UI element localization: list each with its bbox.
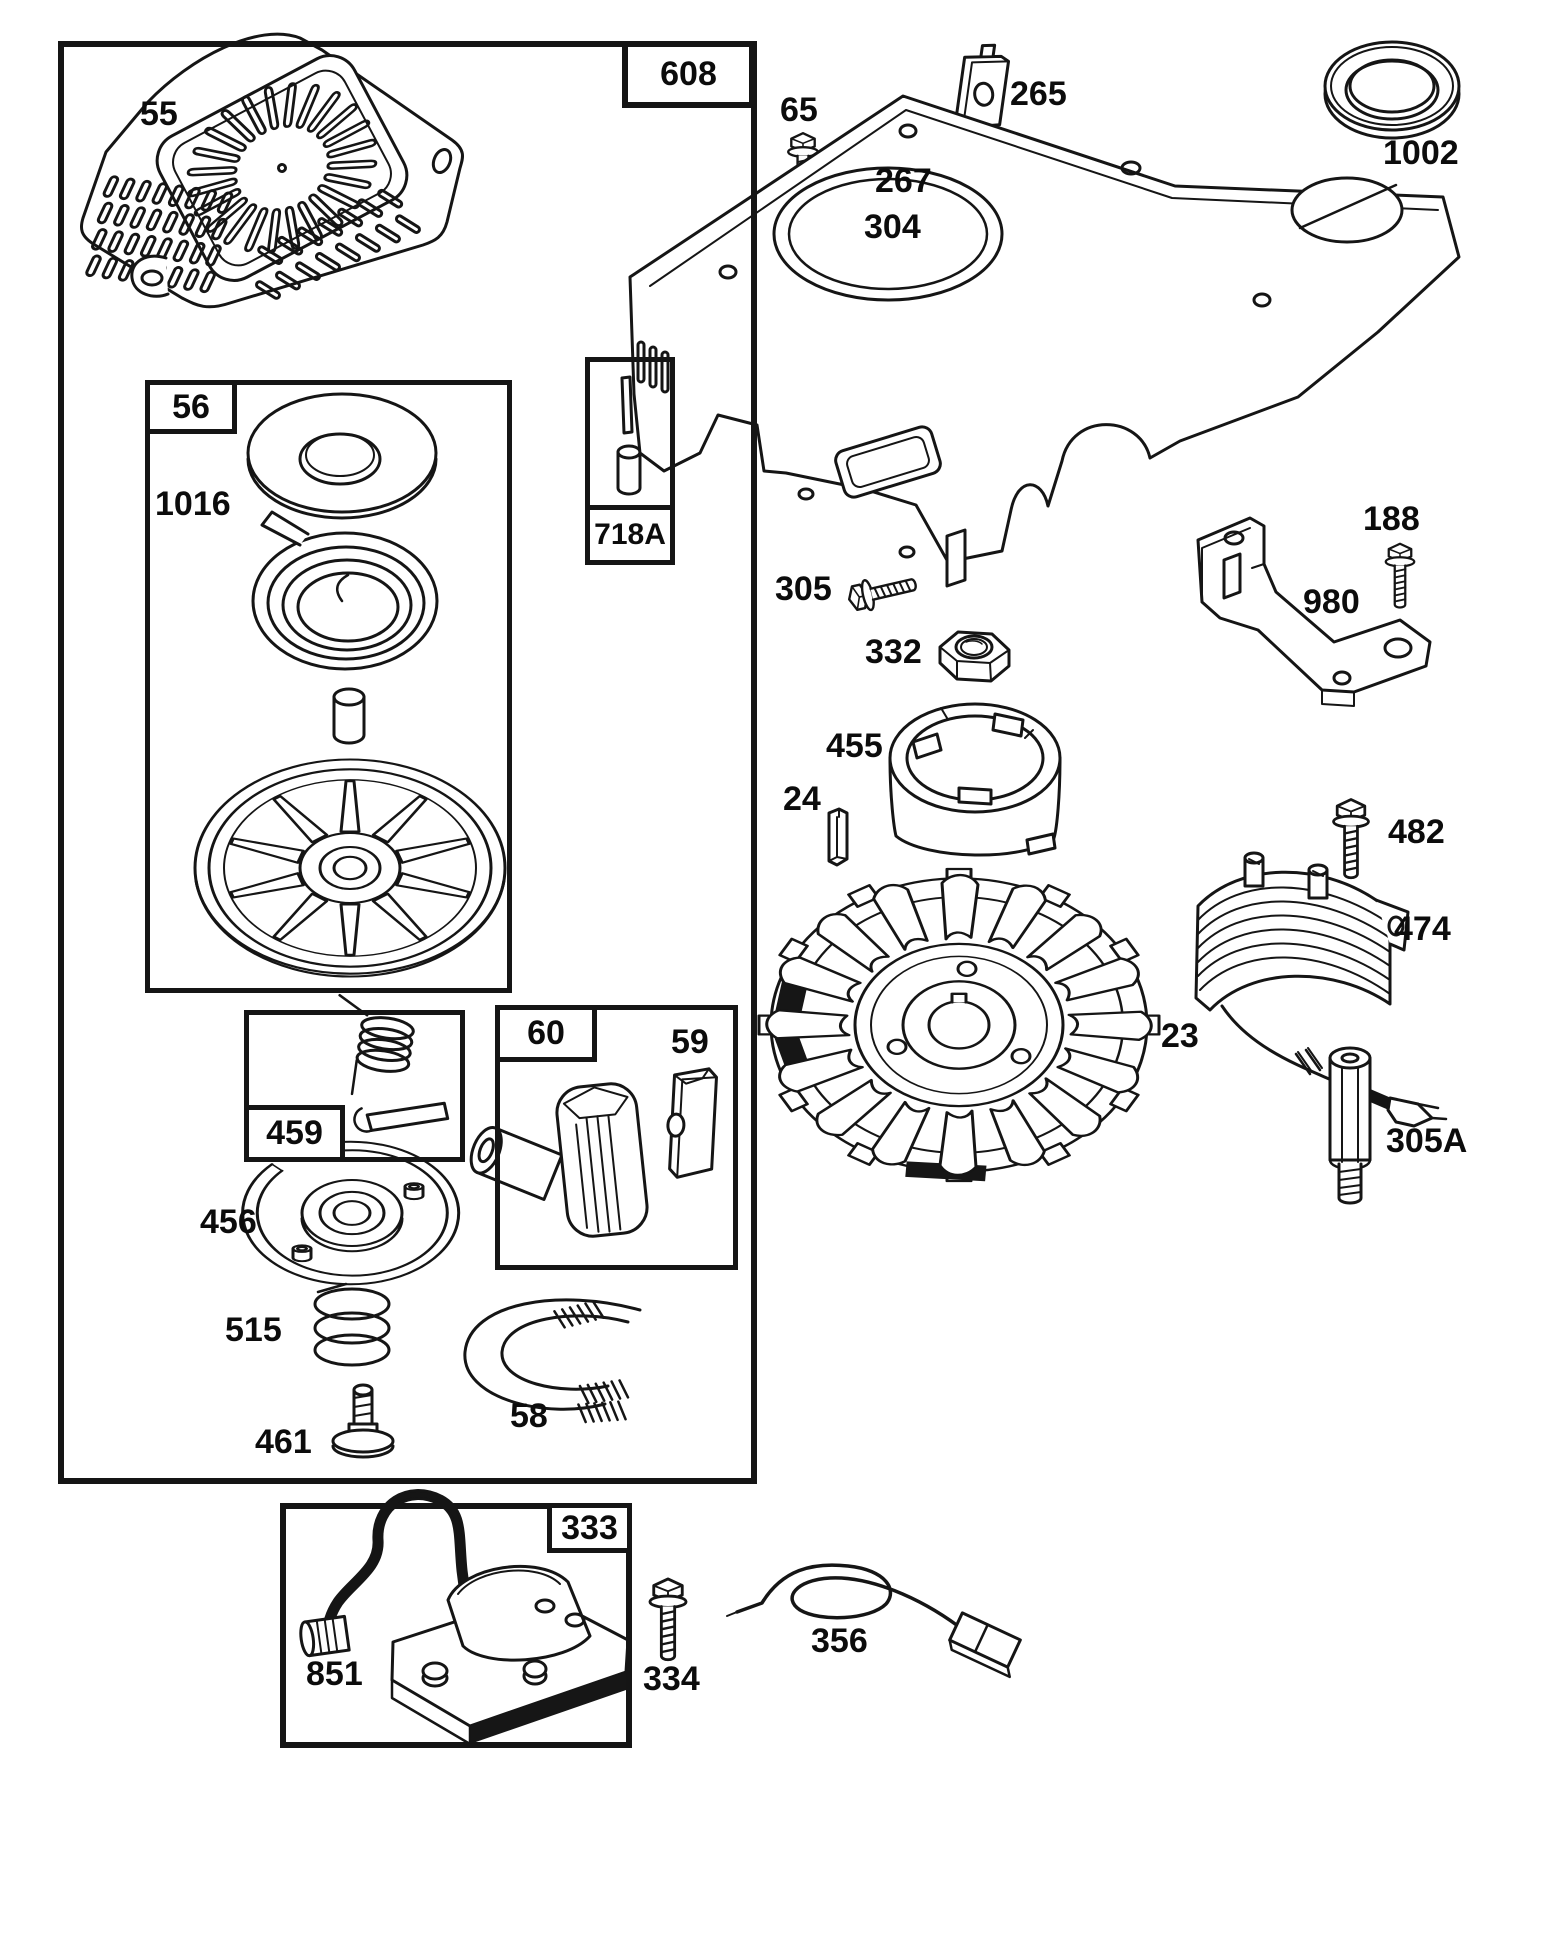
callout-461: 461 — [255, 1423, 312, 1461]
callout-188: 188 — [1363, 500, 1420, 538]
group-box-608 — [58, 41, 757, 1484]
callout-265: 265 — [1010, 75, 1067, 113]
washer-1016-art — [246, 392, 438, 520]
callout-980: 980 — [1303, 583, 1360, 621]
callout-65: 65 — [780, 91, 818, 129]
armature-474-art — [1194, 851, 1448, 1128]
group-label-333: 333 — [547, 1503, 632, 1553]
callout-356: 356 — [811, 1622, 868, 1660]
group-box-459 — [244, 1010, 465, 1162]
callout-59: 59 — [671, 1023, 709, 1061]
group-333-text: 333 — [561, 1508, 618, 1547]
callout-332: 332 — [865, 633, 922, 671]
housing-304-art — [628, 94, 1461, 588]
callout-58: 58 — [510, 1397, 548, 1435]
ring-1002-art — [1323, 40, 1461, 140]
callout-55: 55 — [140, 95, 178, 133]
callout-267: 267 — [875, 162, 932, 200]
group-56-text: 56 — [172, 387, 210, 426]
group-label-459: 459 — [244, 1105, 345, 1162]
pin-kit-718a-art — [616, 375, 642, 496]
group-60-text: 60 — [527, 1014, 565, 1052]
group-label-608: 608 — [622, 41, 755, 108]
cup-455-art — [888, 702, 1062, 857]
group-718a-text: 718A — [594, 518, 666, 551]
screw-334-art — [648, 1577, 688, 1662]
screw-482-art — [1332, 798, 1370, 880]
callout-305a: 305A — [1386, 1122, 1468, 1160]
screw-188-art — [1384, 542, 1416, 609]
pulley-56-art — [193, 758, 507, 978]
callout-24: 24 — [783, 780, 821, 818]
flywheel-23-art — [757, 867, 1161, 1183]
group-box-333 — [280, 1503, 632, 1748]
clip-265-art — [954, 43, 1011, 130]
callout-1016: 1016 — [155, 485, 231, 523]
callout-851: 851 — [306, 1655, 363, 1693]
standoff-305a-art — [1328, 1046, 1372, 1205]
callout-456: 456 — [200, 1203, 257, 1241]
callout-1002: 1002 — [1383, 134, 1459, 172]
screw-305-art — [844, 568, 921, 616]
insert-59-art — [666, 1067, 718, 1179]
key-24-art — [827, 807, 849, 867]
group-box-60 — [495, 1005, 738, 1270]
callout-455: 455 — [826, 727, 883, 765]
callout-515: 515 — [225, 1311, 282, 1349]
callout-334: 334 — [643, 1660, 700, 1698]
group-label-56: 56 — [145, 380, 237, 434]
spring-515-art — [313, 1282, 391, 1367]
callout-304: 304 — [864, 208, 921, 246]
rope-58-art — [463, 1298, 642, 1424]
group-label-60: 60 — [495, 1005, 597, 1062]
blower-housing-55-art — [80, 32, 464, 309]
nut-332-art — [938, 630, 1011, 683]
group-608-text: 608 — [660, 55, 717, 93]
callout-474: 474 — [1394, 910, 1451, 948]
pin-56-art — [332, 687, 366, 745]
wire-356-art — [726, 1563, 1022, 1679]
group-459-text: 459 — [266, 1114, 323, 1152]
rewind-spring-56-art — [251, 510, 439, 671]
callout-23: 23 — [1161, 1017, 1199, 1055]
screw-461-art — [331, 1383, 395, 1459]
callout-482: 482 — [1388, 813, 1445, 851]
callout-305: 305 — [775, 570, 832, 608]
group-label-718a: 718A — [585, 505, 675, 565]
bracket-980-art — [1196, 516, 1432, 707]
group-box-56 — [145, 380, 512, 993]
